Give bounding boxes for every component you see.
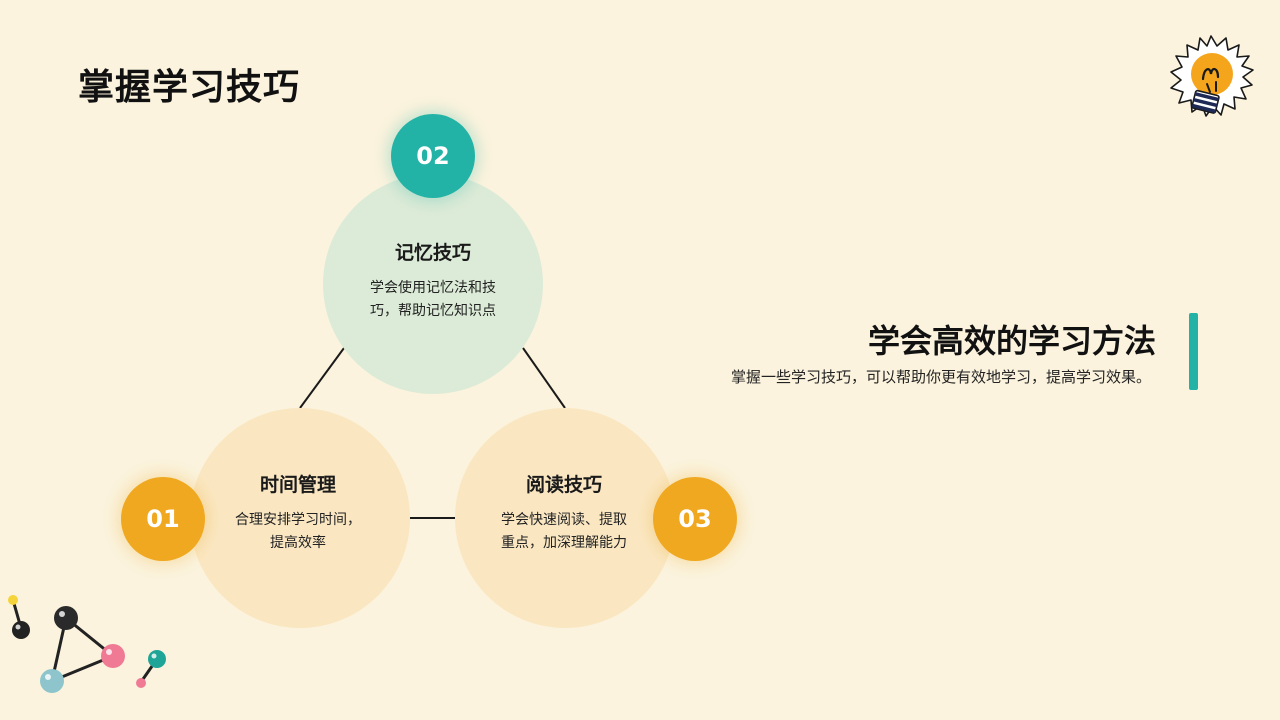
memory-node-heading: 记忆技巧 bbox=[394, 242, 471, 264]
reading-desc-line-2: 重点，加深理解能力 bbox=[501, 535, 627, 551]
time-desc-line-2: 提高效率 bbox=[270, 535, 326, 551]
memory-desc-line-2: 巧，帮助记忆知识点 bbox=[370, 303, 496, 319]
reading-node-description: 学会快速阅读、提取 重点，加深理解能力 bbox=[484, 509, 644, 555]
reading-number-badge: 03 bbox=[653, 477, 737, 561]
reading-desc-line-1: 学会快速阅读、提取 bbox=[501, 512, 627, 528]
connector-memory-time bbox=[299, 347, 345, 409]
summary-title: 学会高效的学习方法 bbox=[867, 322, 1156, 360]
page-title: 掌握学习技巧 bbox=[78, 67, 301, 108]
memory-node-circle bbox=[323, 174, 543, 394]
memory-node-text: 记忆技巧 学会使用记忆法和技 巧，帮助记忆知识点 bbox=[353, 238, 513, 323]
connector-memory-reading bbox=[522, 347, 566, 409]
lightbulb-icon bbox=[1170, 35, 1254, 117]
time-node-description: 合理安排学习时间， 提高效率 bbox=[218, 509, 378, 555]
memory-node-description: 学会使用记忆法和技 巧，帮助记忆知识点 bbox=[353, 277, 513, 323]
time-node-text: 时间管理 合理安排学习时间， 提高效率 bbox=[218, 470, 378, 555]
memory-number-badge: 02 bbox=[391, 114, 475, 198]
time-desc-line-1: 合理安排学习时间， bbox=[235, 512, 361, 528]
reading-node-heading: 阅读技巧 bbox=[525, 474, 602, 496]
summary-subtitle: 掌握一些学习技巧，可以帮助你更有效地学习，提高学习效果。 bbox=[730, 368, 1151, 386]
reading-node-circle bbox=[455, 408, 675, 628]
time-node-circle bbox=[190, 408, 410, 628]
memory-desc-line-1: 学会使用记忆法和技 bbox=[370, 280, 496, 296]
reading-node-text: 阅读技巧 学会快速阅读、提取 重点，加深理解能力 bbox=[484, 470, 644, 555]
summary-accent-bar bbox=[1189, 313, 1198, 390]
time-node-heading: 时间管理 bbox=[259, 474, 336, 496]
molecule-icon bbox=[8, 595, 166, 693]
time-number-badge: 01 bbox=[121, 477, 205, 561]
